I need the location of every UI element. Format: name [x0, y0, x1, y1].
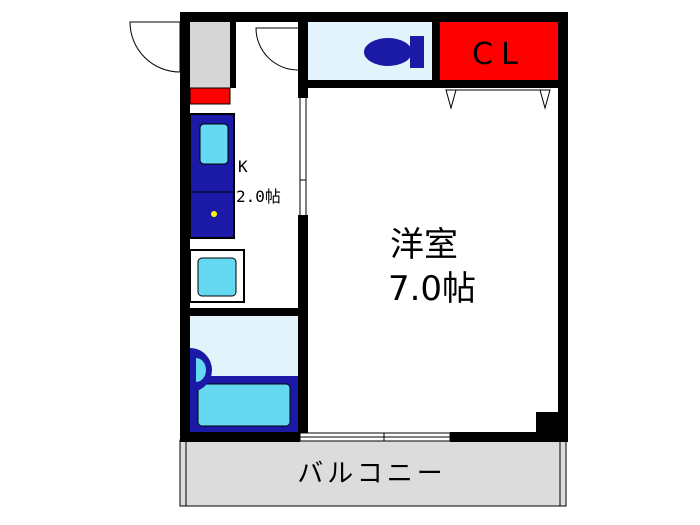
shoe-box	[189, 87, 231, 105]
entrance-floor	[190, 22, 234, 88]
bathtub-icon	[190, 376, 298, 432]
closet-door	[445, 89, 551, 110]
sink-icon	[199, 123, 229, 165]
toilet-door	[255, 27, 299, 71]
western-room-name: 洋室	[390, 225, 458, 265]
kitchen-size: 2.0帖	[236, 187, 281, 206]
balcony-area	[179, 439, 567, 507]
western-room-size: 7.0帖	[388, 269, 476, 309]
kitchen-name: K	[238, 157, 248, 176]
closet-label: CL	[472, 37, 526, 72]
closet-area	[440, 22, 558, 80]
sliding-partition	[299, 98, 307, 215]
toilet-icon	[364, 36, 424, 68]
faucet-knob	[211, 211, 217, 217]
walls	[180, 12, 568, 442]
balcony-label: バルコニー	[297, 459, 446, 489]
balcony-window	[299, 432, 451, 442]
entrance-door	[129, 21, 181, 73]
washer-icon	[197, 257, 237, 297]
basin-icon	[190, 348, 212, 392]
